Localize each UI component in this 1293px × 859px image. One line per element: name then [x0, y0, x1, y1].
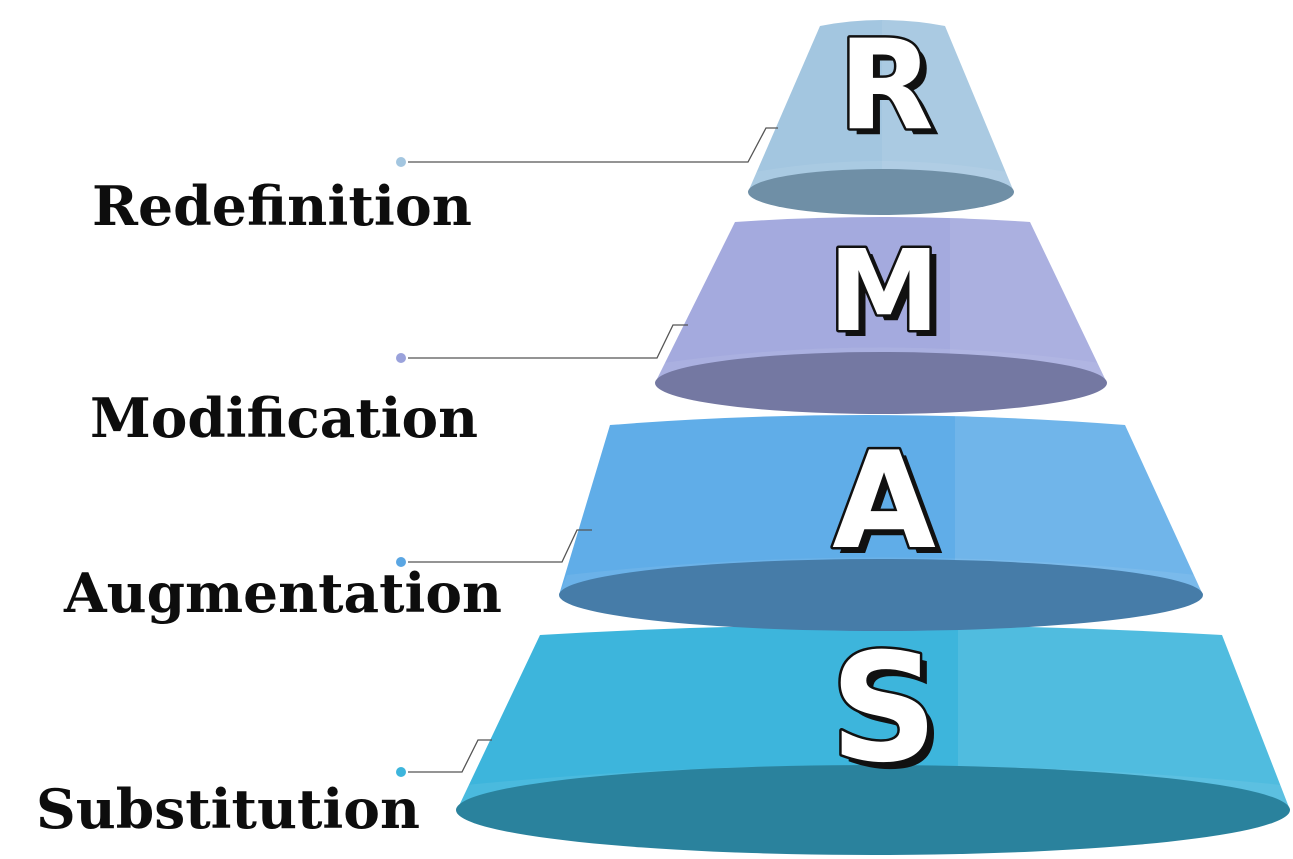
- connector-dot-augmentation: [396, 557, 406, 567]
- connector-line-augmentation: [408, 529, 592, 563]
- tier-modification: [655, 214, 1107, 414]
- connector-dot-redefinition: [396, 157, 406, 167]
- label-redefinition: Redefinition: [92, 174, 472, 238]
- letter-s-shadow: S: [837, 629, 945, 803]
- letter-m-shadow: M: [835, 233, 946, 363]
- tier-redefinition-body: [748, 20, 1014, 192]
- tier-modification-base: [655, 352, 1107, 414]
- tier-substitution-body: [457, 625, 1290, 810]
- connector-dot-substitution: [396, 767, 406, 777]
- letter-s: S: [830, 622, 938, 796]
- letter-r: R: [838, 14, 933, 158]
- connector-line-substitution: [408, 739, 492, 773]
- connector-line-redefinition: [408, 127, 778, 163]
- connectors: [408, 127, 778, 773]
- tier-redefinition-highlight: [882, 20, 1014, 192]
- tier-substitution-base: [456, 765, 1290, 855]
- tier-augmentation-base: [559, 559, 1203, 631]
- label-substitution: Substitution: [36, 777, 420, 841]
- tier-augmentation: [559, 412, 1203, 631]
- letter-r-shadow: R: [845, 20, 940, 164]
- tier-augmentation-body: [559, 415, 1203, 595]
- tier-modification-body: [655, 217, 1107, 383]
- label-augmentation: Augmentation: [63, 561, 502, 625]
- connector-line-modification: [408, 324, 688, 359]
- tier-modification-highlight: [950, 214, 1107, 383]
- letter-a: A: [832, 423, 936, 579]
- label-modification: Modification: [90, 386, 478, 450]
- tier-augmentation-highlight: [955, 412, 1203, 595]
- tier-substitution-highlight: [958, 622, 1290, 810]
- tier-substitution: [456, 622, 1290, 855]
- letter-a-shadow: A: [839, 429, 943, 585]
- connector-dot-modification: [396, 353, 406, 363]
- letter-m: M: [828, 227, 939, 357]
- tier-redefinition: [748, 20, 1014, 215]
- tier-redefinition-base: [748, 169, 1014, 215]
